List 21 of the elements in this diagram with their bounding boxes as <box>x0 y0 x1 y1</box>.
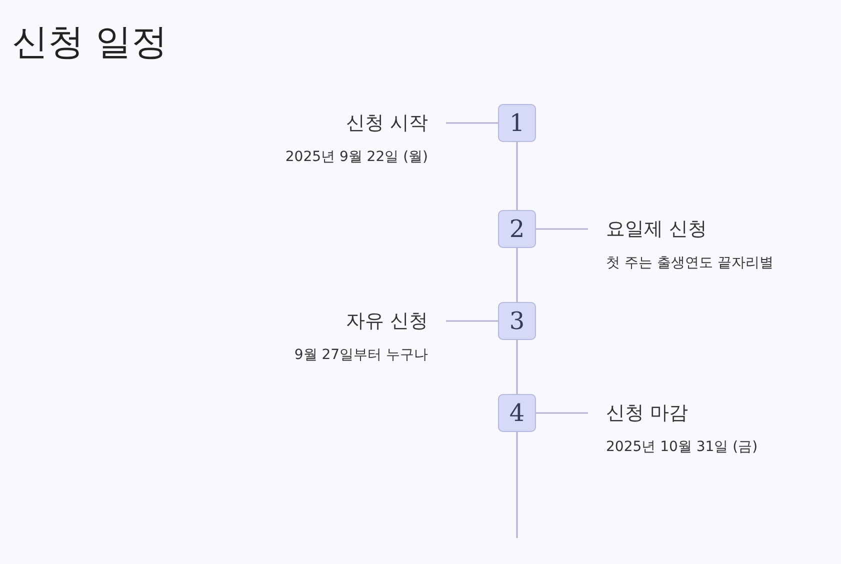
step-box: 4 <box>498 394 536 432</box>
title: 신청 일정 <box>12 21 168 65</box>
event-title: 자유 신청 <box>346 309 428 333</box>
event-date: 2025년 9월 22일 (월) <box>285 148 428 167</box>
connector-line <box>446 320 498 322</box>
timeline-line <box>516 340 518 394</box>
event-title: 요일제 신청 <box>606 217 708 241</box>
event-title: 신청 마감 <box>606 401 688 425</box>
event-date: 9월 27일부터 누구나 <box>294 346 428 365</box>
connector-line <box>536 228 588 230</box>
event-date: 첫 주는 출생연도 끝자리별 <box>606 254 774 273</box>
timeline-line <box>516 142 518 210</box>
step-box: 1 <box>498 104 536 142</box>
connector-line <box>536 412 588 414</box>
step-box: 2 <box>498 210 536 248</box>
event-title: 신청 시작 <box>346 111 428 135</box>
timeline-line <box>516 248 518 302</box>
timeline-line <box>516 432 518 538</box>
event-date: 2025년 10월 31일 (금) <box>606 438 758 457</box>
step-box: 3 <box>498 302 536 340</box>
connector-line <box>446 122 498 124</box>
